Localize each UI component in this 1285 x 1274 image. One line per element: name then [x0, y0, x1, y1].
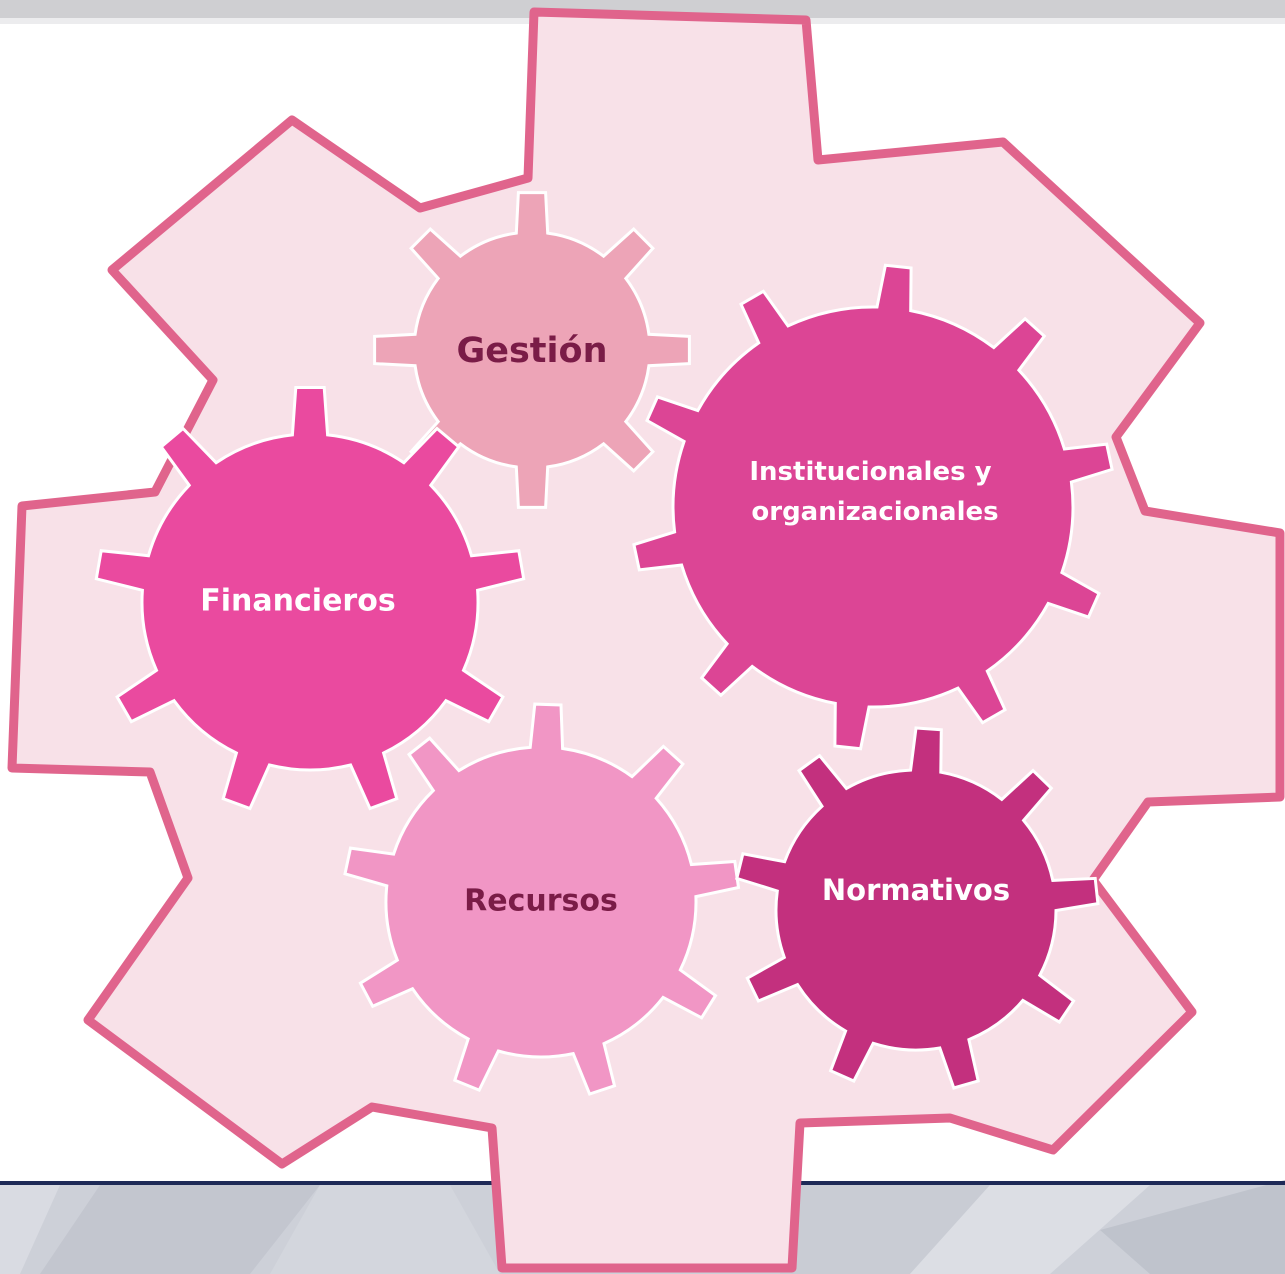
- institucionales-gear-shape: [632, 263, 1114, 751]
- financieros-gear-shape: [94, 386, 526, 811]
- footer-facet: [910, 1185, 1150, 1274]
- footer-facet: [780, 1185, 990, 1274]
- institucionales-label-line-2: organizacionales: [751, 497, 998, 527]
- gestion-label: Gestión: [457, 331, 608, 371]
- gear-institucionales: Institucionales y organizacionales: [632, 263, 1114, 751]
- recursos-gear-shape: [343, 702, 741, 1096]
- gear-gestion: Gestión: [373, 191, 691, 509]
- top-bar: [0, 0, 1285, 18]
- footer-facet: [40, 1185, 320, 1274]
- normativos-label: Normativos: [822, 873, 1010, 907]
- institucionales-label: Institucionales y organizacionales: [749, 457, 1000, 527]
- institucionales-label-line-1: Institucionales y: [749, 457, 991, 487]
- gear-normativos: Normativos: [735, 726, 1100, 1090]
- footer-facet: [0, 1185, 60, 1274]
- recursos-label: Recursos: [464, 884, 618, 919]
- financieros-label: Financieros: [200, 584, 395, 619]
- normativos-gear-shape: [735, 726, 1100, 1090]
- gear-recursos: Recursos: [343, 702, 741, 1096]
- gear-financieros: Financieros: [94, 386, 526, 811]
- footer-facet: [270, 1185, 500, 1274]
- footer-facet: [1100, 1180, 1285, 1274]
- gestion-gear-shape: [373, 191, 691, 509]
